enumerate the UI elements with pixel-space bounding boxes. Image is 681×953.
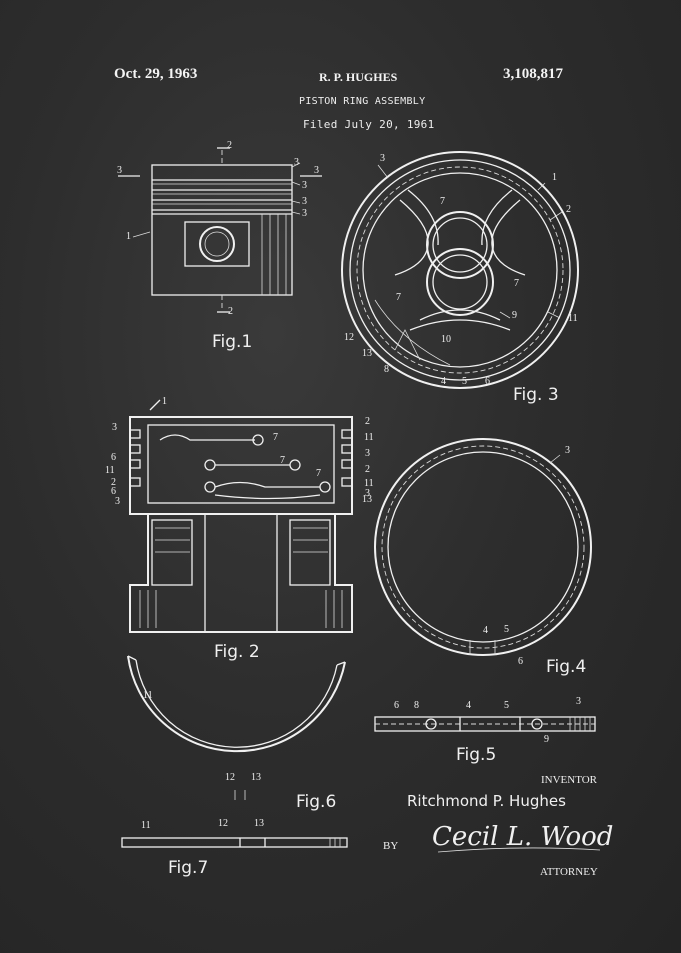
ref-3: 3 <box>115 496 120 507</box>
ref-7: 7 <box>316 468 321 479</box>
ref-12: 12 <box>344 332 354 343</box>
ref-13: 13 <box>254 818 264 829</box>
fig2-label: Fig. 2 <box>214 642 260 662</box>
ref-6: 6 <box>111 486 116 497</box>
ref-4: 4 <box>466 700 471 711</box>
attorney-signature: Cecil L. Wood <box>432 822 614 852</box>
ref-12: 12 <box>218 818 228 829</box>
fig5-drawing <box>374 716 596 732</box>
ref-8: 8 <box>414 700 419 711</box>
attorney-label: ATTORNEY <box>540 866 598 878</box>
fig3-drawing <box>341 151 579 389</box>
ref-7: 7 <box>280 455 285 466</box>
ref-3: 3 <box>302 180 307 191</box>
ref-6: 6 <box>111 452 116 463</box>
ref-3: 3 <box>576 696 581 707</box>
ref-11: 11 <box>141 820 151 831</box>
ref-13: 13 <box>362 494 372 505</box>
ref-8: 8 <box>384 364 389 375</box>
ref-2: 2 <box>227 140 232 151</box>
ref-6: 6 <box>394 700 399 711</box>
ref-11: 11 <box>364 432 374 443</box>
fig1-drawing <box>118 147 322 313</box>
ref-9: 9 <box>544 734 549 745</box>
ref-13: 13 <box>362 348 372 359</box>
ref-7: 7 <box>514 278 519 289</box>
inventor-label: INVENTOR <box>541 774 598 786</box>
ref-2: 2 <box>365 416 370 427</box>
ref-3: 3 <box>565 445 570 456</box>
ref-11: 11 <box>568 313 578 324</box>
ref-4: 4 <box>441 376 446 387</box>
fig3-label: Fig. 3 <box>513 385 559 405</box>
inventor-header: R. P. HUGHES <box>319 70 398 84</box>
ref-3: 3 <box>294 157 299 168</box>
ref-7: 7 <box>440 196 445 207</box>
patent-date: Oct. 29, 1963 <box>114 66 198 82</box>
fig7-label: Fig.7 <box>168 858 209 878</box>
ref-4: 4 <box>483 625 488 636</box>
ref-1: 1 <box>552 172 557 183</box>
ref-3: 3 <box>302 196 307 207</box>
fig5-label: Fig.5 <box>456 745 497 765</box>
fig4-drawing <box>374 438 592 656</box>
ref-1: 1 <box>126 231 131 242</box>
ref-3: 3 <box>112 422 117 433</box>
ref-2: 2 <box>228 306 233 317</box>
patent-title: PISTON RING ASSEMBLY <box>299 96 426 107</box>
ref-5: 5 <box>504 624 509 635</box>
ref-10: 10 <box>441 334 451 345</box>
ref-9: 9 <box>512 310 517 321</box>
ref-3: 3 <box>117 165 122 176</box>
ref-6: 6 <box>485 376 490 387</box>
ref-3: 3 <box>314 165 319 176</box>
ref-6: 6 <box>518 656 523 667</box>
ref-5: 5 <box>504 700 509 711</box>
ref-3: 3 <box>365 448 370 459</box>
ref-5: 5 <box>462 376 467 387</box>
fig4-label: Fig.4 <box>546 657 587 677</box>
ref-11: 11 <box>143 690 153 701</box>
ref-11: 11 <box>105 465 115 476</box>
patent-number: 3,108,817 <box>503 66 563 82</box>
ref-7: 7 <box>396 292 401 303</box>
ref-3: 3 <box>302 208 307 219</box>
fig6-label: Fig.6 <box>296 792 337 812</box>
fig7-drawing <box>121 837 348 848</box>
fig2-drawing <box>129 399 353 633</box>
ref-2: 2 <box>365 464 370 475</box>
fig1-label: Fig.1 <box>212 332 253 352</box>
ref-3: 3 <box>365 488 370 499</box>
filed-date: Filed July 20, 1961 <box>303 118 435 131</box>
ref-2: 2 <box>566 204 571 215</box>
ref-12: 12 <box>225 772 235 783</box>
ref-7: 7 <box>273 432 278 443</box>
ref-11: 11 <box>364 478 374 489</box>
fig6-drawing <box>127 655 346 800</box>
inventor-full-name: Ritchmond P. Hughes <box>407 792 566 810</box>
ref-3: 3 <box>380 153 385 164</box>
ref-13: 13 <box>251 772 261 783</box>
ref-2: 2 <box>111 477 116 488</box>
ref-1: 1 <box>162 396 167 407</box>
by-label: BY <box>383 840 399 852</box>
